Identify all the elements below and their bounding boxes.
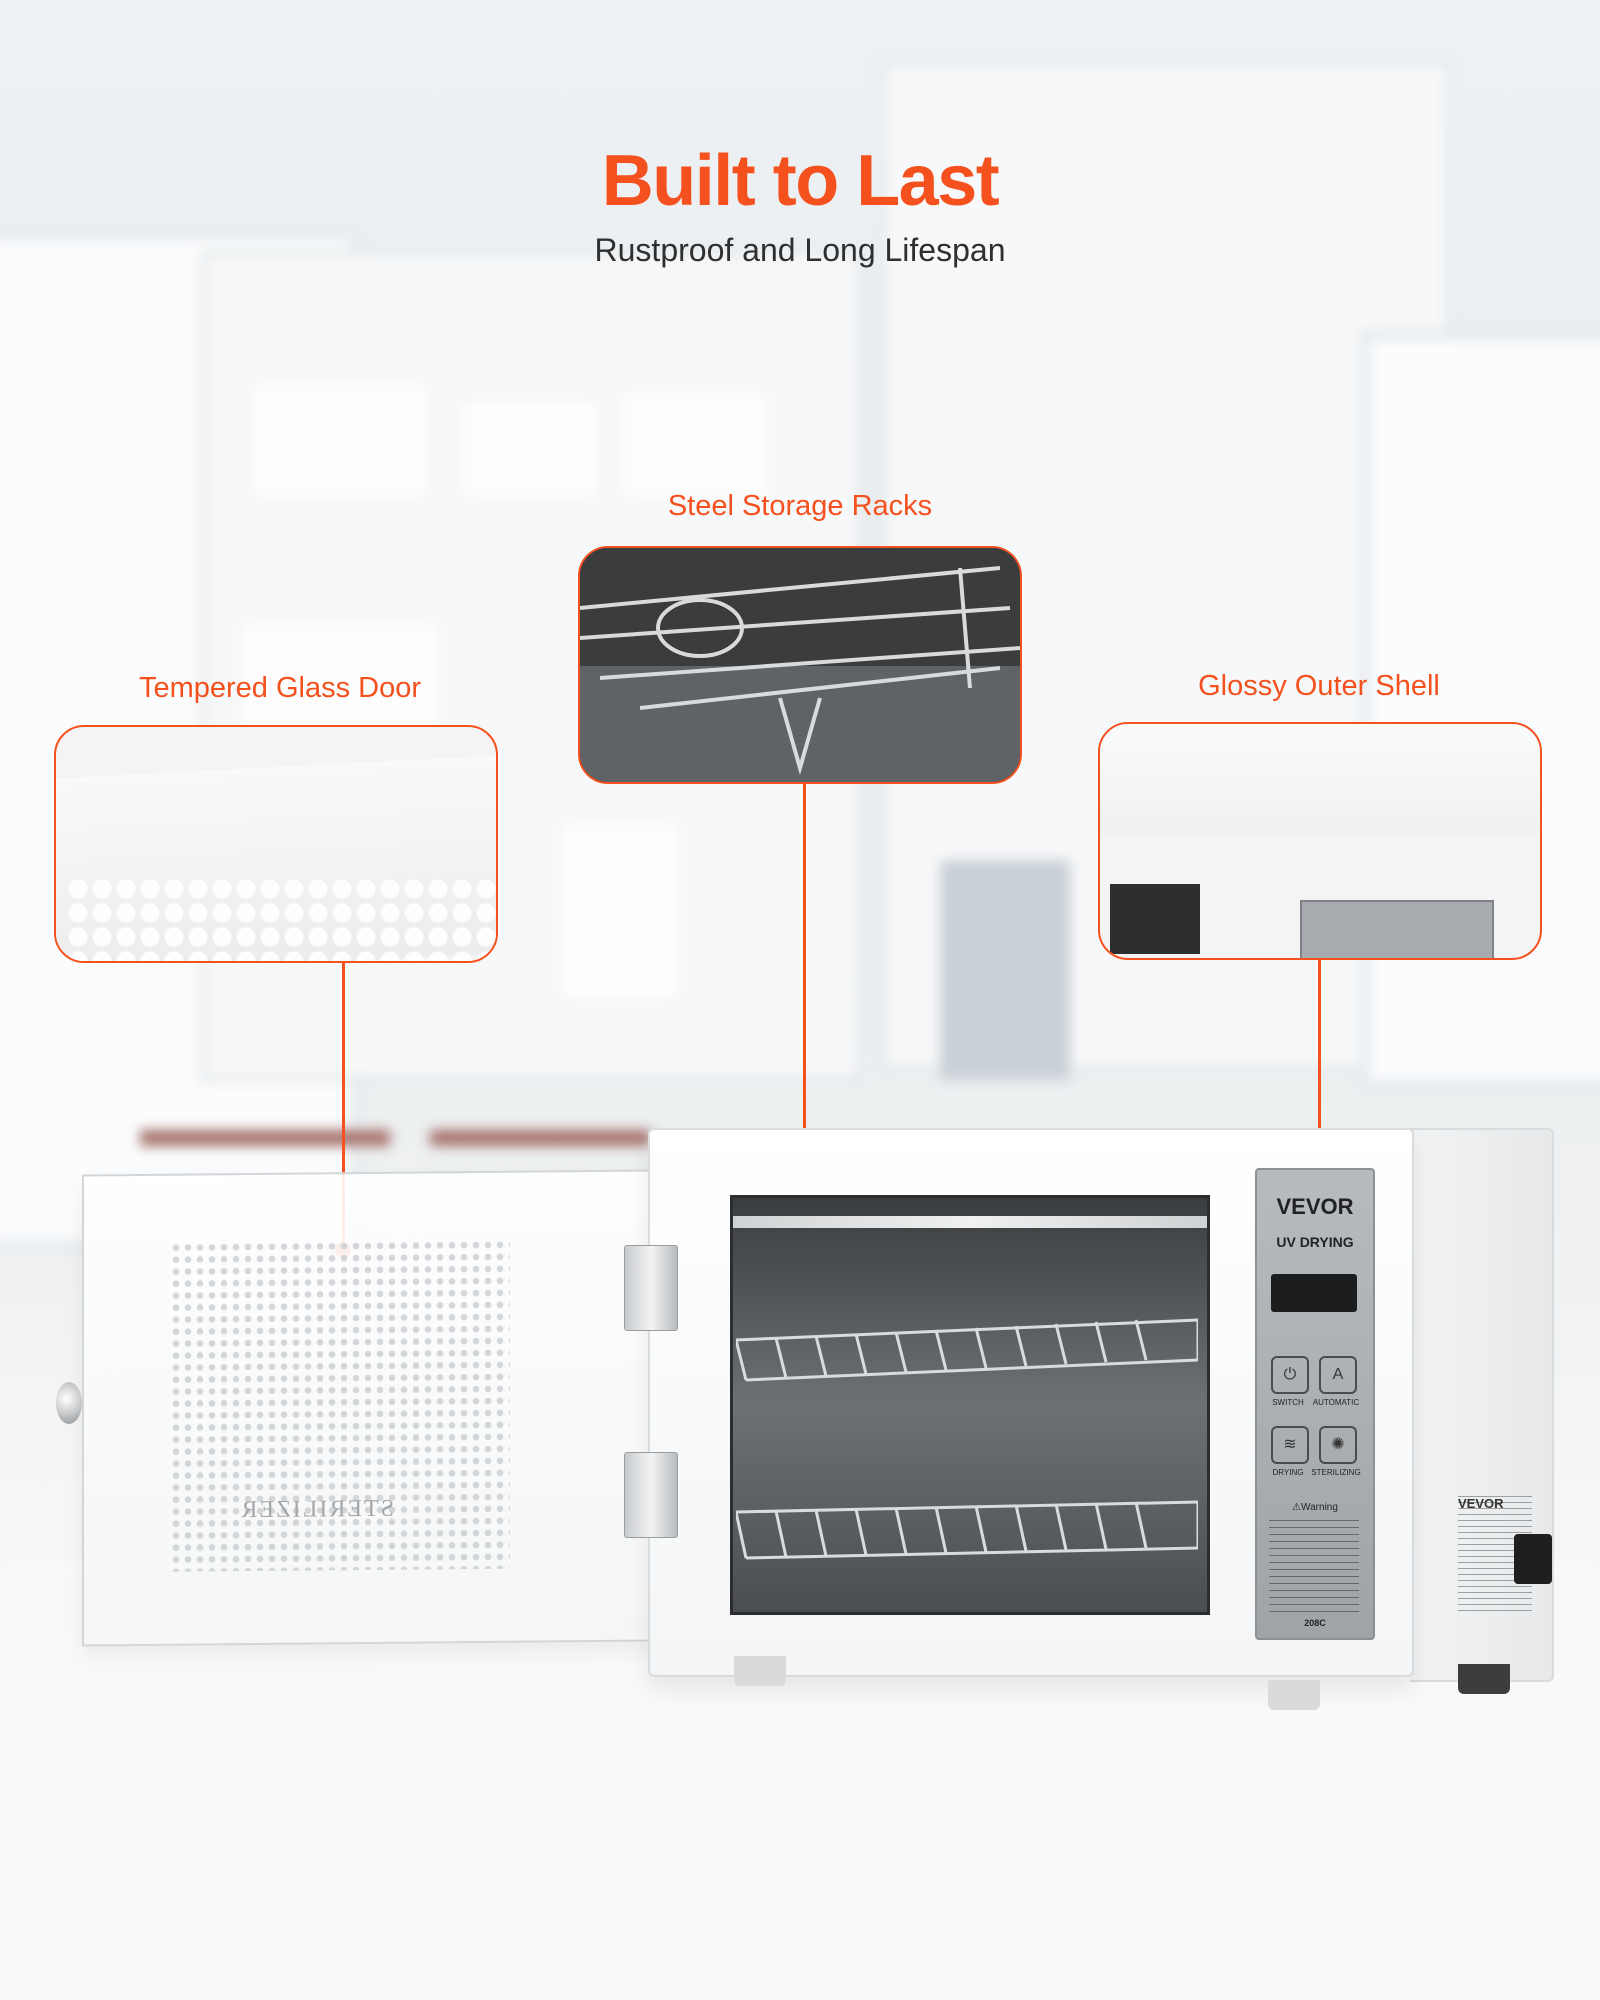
power-icon[interactable]: ⏻ <box>1271 1356 1309 1394</box>
callout-label-storage-racks: Steel Storage Racks <box>667 490 933 522</box>
cabinet-foot <box>734 1656 786 1686</box>
automatic-button-label: AUTOMATIC <box>1312 1398 1360 1407</box>
digital-display <box>1271 1274 1357 1312</box>
upper-rack[interactable] <box>736 1300 1198 1384</box>
connector-line-door <box>342 963 345 1250</box>
callout-glass-door-closeup <box>54 725 498 963</box>
upper-hinge <box>624 1245 678 1331</box>
door-sterilizer-text: STERILIZER <box>239 1495 394 1524</box>
power-socket-icon[interactable] <box>1514 1534 1552 1584</box>
warning-text-block <box>1269 1520 1359 1615</box>
connector-line-racks <box>803 784 806 1330</box>
control-panel: VEVOR UV DRYING ⏻ SWITCH A AUTOMATIC ≋ D… <box>1255 1168 1375 1640</box>
uv-icon[interactable]: ✺ <box>1319 1426 1357 1464</box>
model-number: 208C <box>1304 1618 1326 1628</box>
callout-label-glass-door: Tempered Glass Door <box>138 672 422 704</box>
panel-brand-logo: VEVOR <box>1276 1194 1354 1219</box>
panel-mode-label: UV DRYING <box>1276 1234 1354 1250</box>
door-knob-icon[interactable] <box>56 1382 82 1424</box>
lower-rack[interactable] <box>736 1482 1198 1566</box>
uv-lamp <box>733 1216 1207 1228</box>
warning-title: ⚠Warning <box>1292 1502 1338 1513</box>
sterilizing-button-label: STERILIZING <box>1311 1468 1361 1477</box>
page-subtitle: Rustproof and Long Lifespan <box>594 232 1006 268</box>
side-brand-text: VEVOR <box>1458 1496 1504 1511</box>
lower-hinge <box>624 1452 678 1538</box>
auto-icon[interactable]: A <box>1319 1356 1357 1394</box>
cabinet-interior <box>730 1195 1210 1615</box>
glass-door[interactable]: STERILIZER <box>82 1169 654 1647</box>
page-title: Built to Last <box>601 141 1000 221</box>
connector-line-shell <box>1318 960 1321 1170</box>
switch-button-label: SWITCH <box>1272 1398 1304 1407</box>
cabinet-foot <box>1268 1680 1320 1710</box>
drying-button-label: DRYING <box>1272 1468 1304 1477</box>
cabinet-foot <box>1458 1664 1510 1694</box>
drying-icon[interactable]: ≋ <box>1271 1426 1309 1464</box>
callout-label-outer-shell: Glossy Outer Shell <box>1198 670 1440 702</box>
callout-outer-shell-closeup <box>1098 722 1542 960</box>
callout-storage-racks-closeup <box>578 546 1022 784</box>
steel-rack-icon <box>580 548 1020 782</box>
